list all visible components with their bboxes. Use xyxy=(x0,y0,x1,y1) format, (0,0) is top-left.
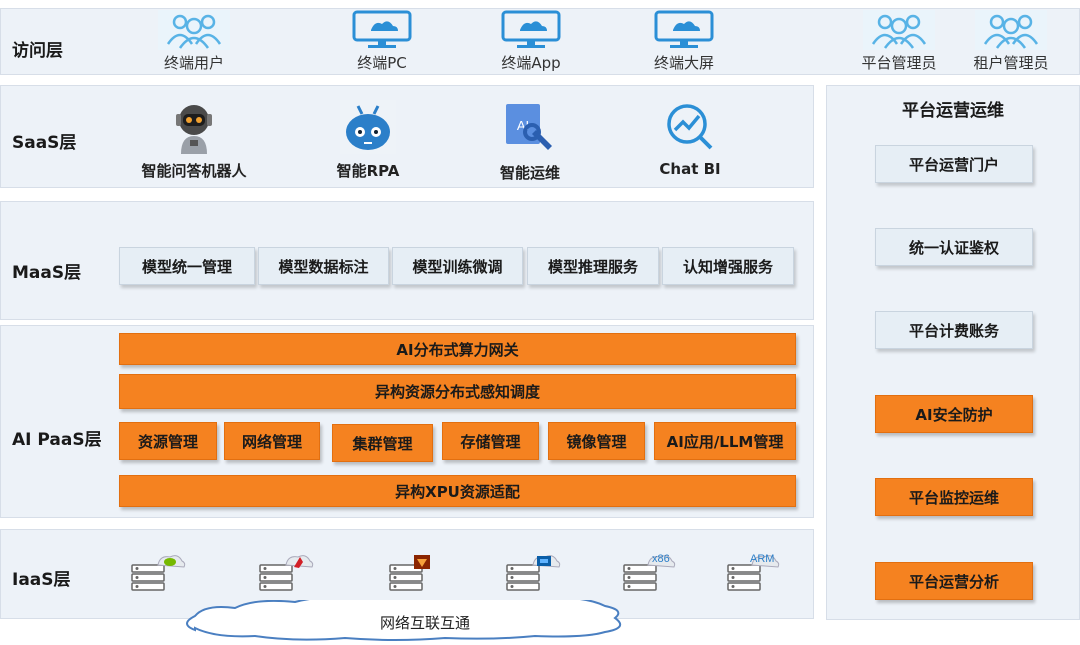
saas-item-label: 智能问答机器人 xyxy=(141,162,247,180)
paas-module: 存储管理 xyxy=(442,422,539,460)
paas-adapter: 异构XPU资源适配 xyxy=(119,475,796,507)
saas-item-label: 智能RPA xyxy=(336,162,400,180)
monitor-icon xyxy=(654,10,714,48)
arm-badge: ARM xyxy=(750,553,775,565)
ops-item: AI安全防护 xyxy=(875,395,1033,433)
paas-layer-label: AI PaaS层 xyxy=(12,430,102,450)
network-label: 网络互联互通 xyxy=(379,614,470,632)
saas-qa-robot: 智能问答机器人 xyxy=(124,100,264,181)
network-cloud: 网络互联互通 xyxy=(175,600,675,645)
saas-layer-label: SaaS层 xyxy=(12,133,77,153)
saas-chat-bi: Chat BI xyxy=(620,100,760,178)
chart-search-icon xyxy=(667,104,713,150)
saas-smart-ops: AI 智能运维 xyxy=(460,100,600,183)
ops-item: 平台监控运维 xyxy=(875,478,1033,516)
paas-module: 镜像管理 xyxy=(548,422,645,460)
rpa-bot-icon xyxy=(340,100,396,154)
access-platform-admin: 平台管理员 xyxy=(844,10,954,73)
arm-server: ARM xyxy=(726,553,782,593)
access-item-label: 终端大屏 xyxy=(653,54,714,72)
paas-module: 集群管理 xyxy=(332,424,433,462)
monitor-icon xyxy=(501,10,561,48)
saas-layer-band xyxy=(0,85,814,188)
paas-module: 资源管理 xyxy=(119,422,217,460)
x86-server: x86 xyxy=(622,553,678,593)
maas-layer-label: MaaS层 xyxy=(12,263,82,283)
paas-gateway: AI分布式算力网关 xyxy=(119,333,796,365)
x86-server-icon xyxy=(623,555,676,591)
paas-scheduler: 异构资源分布式感知调度 xyxy=(119,374,796,409)
cloud-icon xyxy=(186,600,622,641)
access-item-label: 终端用户 xyxy=(163,54,224,72)
users-icon xyxy=(975,10,1047,50)
maas-tile: 模型推理服务 xyxy=(527,247,659,285)
ops-item: 平台运营门户 xyxy=(875,145,1033,183)
access-item-label: 终端PC xyxy=(357,54,407,72)
access-item-label: 终端App xyxy=(501,54,561,72)
maas-tile: 模型训练微调 xyxy=(392,247,523,285)
ops-item: 平台计费账务 xyxy=(875,311,1033,349)
access-layer-label: 访问层 xyxy=(12,41,63,61)
x86-badge: x86 xyxy=(652,553,670,565)
ops-title: 平台运营运维 xyxy=(902,101,1004,121)
amd-server-icon xyxy=(259,555,314,591)
ops-item: 平台运营分析 xyxy=(875,562,1033,600)
maas-tile: 模型统一管理 xyxy=(119,247,255,285)
ai-wrench-icon: AI xyxy=(506,104,552,150)
access-item-label: 租户管理员 xyxy=(973,54,1049,72)
intel-server-icon xyxy=(506,555,561,591)
maas-tile: 模型数据标注 xyxy=(258,247,389,285)
huawei-server-icon xyxy=(389,555,430,591)
users-icon xyxy=(158,10,230,50)
maas-tile: 认知增强服务 xyxy=(662,247,794,285)
saas-rpa: 智能RPA xyxy=(298,100,438,181)
paas-module: 网络管理 xyxy=(224,422,320,460)
ops-item: 统一认证鉴权 xyxy=(875,228,1033,266)
saas-item-label: Chat BI xyxy=(659,160,721,178)
access-item-label: 平台管理员 xyxy=(861,54,937,72)
nvidia-server-icon xyxy=(131,555,186,591)
monitor-icon xyxy=(352,10,412,48)
access-terminal-user: 终端用户 xyxy=(139,10,249,73)
iaas-layer-label: IaaS层 xyxy=(12,570,71,590)
access-terminal-app: 终端App xyxy=(476,10,586,73)
access-terminal-pc: 终端PC xyxy=(327,10,437,73)
robot-icon xyxy=(176,105,212,154)
arm-server-icon xyxy=(727,555,780,591)
paas-module: AI应用/LLM管理 xyxy=(654,422,796,460)
access-terminal-screen: 终端大屏 xyxy=(629,10,739,73)
access-tenant-admin: 租户管理员 xyxy=(956,10,1066,73)
users-icon xyxy=(863,10,935,50)
saas-item-label: 智能运维 xyxy=(499,164,560,182)
